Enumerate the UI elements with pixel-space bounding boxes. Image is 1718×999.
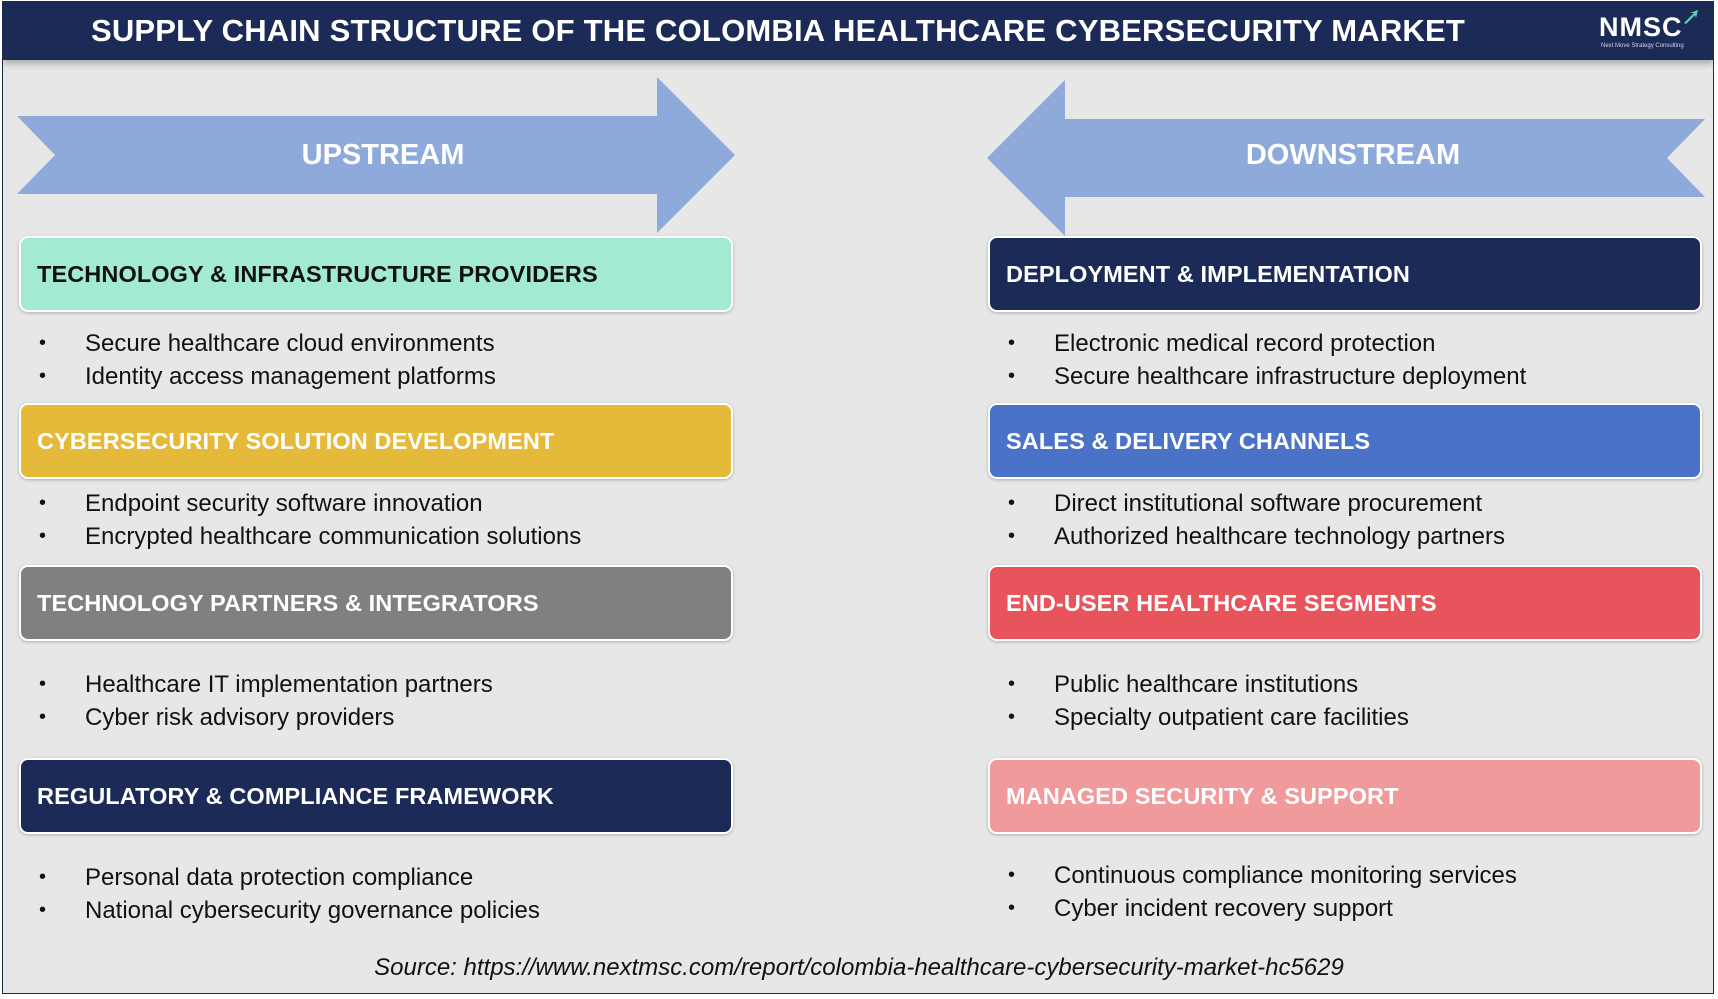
downstream-list-1: • Electronic medical record protection • S… <box>988 327 1526 393</box>
card-title: TECHNOLOGY & INFRASTRUCTURE PROVIDERS <box>37 260 598 287</box>
list-item-text: Secure healthcare infrastructure deploym… <box>1054 363 1527 390</box>
card-title: CYBERSECURITY SOLUTION DEVELOPMENT <box>37 427 555 454</box>
list-item: • Healthcare IT implementation partners <box>19 668 493 701</box>
downstream-card-1: DEPLOYMENT & IMPLEMENTATION <box>988 236 1702 312</box>
list-item: • National cybersecurity governance polic… <box>19 894 540 927</box>
bullet-marker: • <box>1008 706 1016 728</box>
card-title: TECHNOLOGY PARTNERS & INTEGRATORS <box>37 589 539 616</box>
upstream-card-3: TECHNOLOGY PARTNERS & INTEGRATORS <box>19 565 733 641</box>
list-item: • Continuous compliance monitoring servic… <box>988 859 1517 892</box>
upstream-card-4: REGULATORY & COMPLIANCE FRAMEWORK <box>19 758 733 834</box>
page-title: SUPPLY CHAIN STRUCTURE OF THE COLOMBIA H… <box>90 13 1466 48</box>
source-citation: Source: https://www.nextmsc.com/report/c… <box>374 954 1344 981</box>
list-item-text: Public healthcare institutions <box>1054 671 1359 698</box>
logo-text: NMSC <box>1599 12 1683 42</box>
list-item: • Cyber risk advisory providers <box>19 701 493 734</box>
upstream-card-1: TECHNOLOGY & INFRASTRUCTURE PROVIDERS <box>19 236 733 312</box>
bullet-marker: • <box>1008 897 1016 919</box>
bullet-marker: • <box>1008 332 1016 354</box>
bullet-marker: • <box>1008 673 1016 695</box>
upstream-list-1: • Secure healthcare cloud environments • I… <box>19 327 496 393</box>
bullet-marker: • <box>39 673 47 695</box>
bullet-marker: • <box>1008 492 1016 514</box>
list-item-text: Continuous compliance monitoring service… <box>1054 862 1517 889</box>
bullet-marker: • <box>1008 365 1016 387</box>
upstream-label: UPSTREAM <box>301 139 465 171</box>
downstream-label: DOWNSTREAM <box>1245 139 1461 171</box>
downstream-card-3: END-USER HEALTHCARE SEGMENTS <box>988 565 1702 641</box>
list-item-text: Secure healthcare cloud environments <box>85 330 495 357</box>
downstream-card-2: SALES & DELIVERY CHANNELS <box>988 403 1702 479</box>
list-item-text: Identity access management platforms <box>85 363 496 390</box>
bullet-marker: • <box>39 365 47 387</box>
bullet-marker: • <box>39 492 47 514</box>
title-bar: SUPPLY CHAIN STRUCTURE OF THE COLOMBIA H… <box>3 2 1713 60</box>
list-item: • Endpoint security software innovation <box>19 487 581 520</box>
list-item: • Personal data protection compliance <box>19 861 540 894</box>
list-item-text: Specialty outpatient care facilities <box>1054 704 1409 731</box>
downstream-list-4: • Continuous compliance monitoring servic… <box>988 859 1517 925</box>
card-title: SALES & DELIVERY CHANNELS <box>1006 427 1371 454</box>
bullet-marker: • <box>39 706 47 728</box>
list-item: • Public healthcare institutions <box>988 668 1409 701</box>
list-item-text: Authorized healthcare technology partner… <box>1054 523 1505 550</box>
downstream-card-4: MANAGED SECURITY & SUPPORT <box>988 758 1702 834</box>
list-item: • Identity access management platforms <box>19 360 496 393</box>
bullet-marker: • <box>1008 864 1016 886</box>
bullet-marker: • <box>39 899 47 921</box>
card-title: REGULATORY & COMPLIANCE FRAMEWORK <box>37 782 554 809</box>
downstream-list-3: • Public healthcare institutions • Special… <box>988 668 1409 734</box>
card-title: END-USER HEALTHCARE SEGMENTS <box>1006 589 1437 616</box>
bullet-marker: • <box>39 525 47 547</box>
nmsc-logo: NMSC Next Move Strategy Consulting <box>1599 10 1699 52</box>
logo-arrow-icon <box>1684 10 1698 24</box>
list-item-text: Personal data protection compliance <box>85 864 474 891</box>
list-item: • Authorized healthcare technology partne… <box>988 520 1505 553</box>
list-item: • Specialty outpatient care facilities <box>988 701 1409 734</box>
list-item-text: National cybersecurity governance polici… <box>85 897 540 924</box>
upstream-arrow <box>17 77 735 233</box>
upstream-list-2: • Endpoint security software innovation •… <box>19 487 581 553</box>
list-item-text: Cyber incident recovery support <box>1054 895 1393 922</box>
card-title: MANAGED SECURITY & SUPPORT <box>1006 782 1399 809</box>
list-item-text: Electronic medical record protection <box>1054 330 1436 357</box>
list-item: • Secure healthcare cloud environments <box>19 327 496 360</box>
upstream-card-2: CYBERSECURITY SOLUTION DEVELOPMENT <box>19 403 733 479</box>
list-item-text: Encrypted healthcare communication solut… <box>85 523 582 550</box>
list-item-text: Cyber risk advisory providers <box>85 704 395 731</box>
bullet-marker: • <box>1008 525 1016 547</box>
downstream-list-2: • Direct institutional software procureme… <box>988 487 1505 553</box>
upstream-arrow-shape <box>17 77 735 233</box>
card-title: DEPLOYMENT & IMPLEMENTATION <box>1006 260 1410 287</box>
bullet-marker: • <box>39 866 47 888</box>
list-item: • Electronic medical record protection <box>988 327 1526 360</box>
logo-subtext: Next Move Strategy Consulting <box>1601 43 1684 49</box>
downstream-arrow-shape <box>987 80 1705 236</box>
list-item-text: Endpoint security software innovation <box>85 490 483 517</box>
upstream-list-4: • Personal data protection compliance • Na… <box>19 861 540 927</box>
list-item-text: Direct institutional software procuremen… <box>1054 490 1483 517</box>
list-item: • Direct institutional software procureme… <box>988 487 1505 520</box>
upstream-list-3: • Healthcare IT implementation partners •… <box>19 668 493 734</box>
list-item: • Cyber incident recovery support <box>988 892 1517 925</box>
list-item-text: Healthcare IT implementation partners <box>85 671 493 698</box>
bullet-marker: • <box>39 332 47 354</box>
downstream-arrow <box>987 80 1705 236</box>
list-item: • Secure healthcare infrastructure deploy… <box>988 360 1526 393</box>
list-item: • Encrypted healthcare communication solu… <box>19 520 581 553</box>
